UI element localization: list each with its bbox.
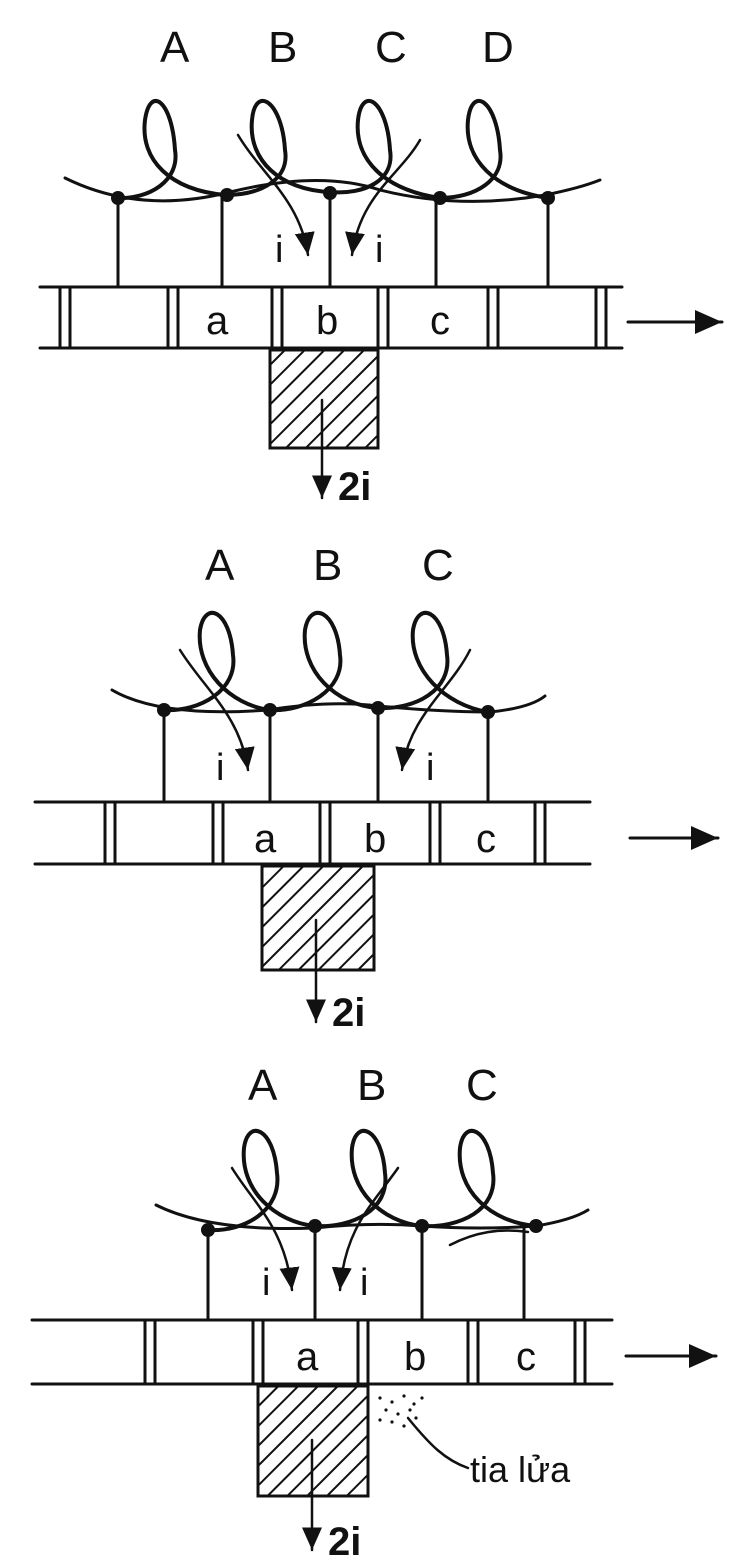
segment-label: a (206, 299, 229, 343)
current-label: i (375, 229, 383, 271)
current-label: i (426, 747, 434, 789)
coil-loop (376, 610, 490, 714)
brush (260, 864, 376, 972)
coil-label: B (357, 1061, 386, 1110)
coil-loop (206, 1128, 317, 1233)
coil-label: B (268, 23, 297, 72)
segment-label: c (476, 817, 496, 861)
coil-label: B (313, 541, 342, 590)
segment-label: a (296, 1335, 319, 1379)
coil-loop (438, 98, 550, 200)
current-label: i (262, 1262, 270, 1304)
segment-label: c (516, 1335, 536, 1379)
spark-dots (378, 1394, 424, 1428)
coil-label: A (248, 1061, 278, 1110)
output-current-label: 2i (338, 465, 371, 509)
coil-label: A (160, 23, 190, 72)
panel-3: A B C i i a b c tia lửa 2i (30, 1061, 718, 1564)
panel-1: A B C D i i a b c 2i (38, 23, 724, 509)
output-current-label: 2i (328, 1520, 361, 1564)
spark-label: tia lửa (470, 1449, 571, 1490)
coil-loop (313, 1128, 424, 1229)
coil-label: C (466, 1061, 498, 1110)
coil-loop (268, 610, 380, 713)
coil-loop (420, 1128, 538, 1229)
segment-label: c (430, 299, 450, 343)
panel-2: A B C i i a b c 2i (33, 541, 720, 1035)
segment-label: b (364, 817, 386, 861)
coil-label: C (422, 541, 454, 590)
segment-label: a (254, 817, 277, 861)
coil-label: C (375, 23, 407, 72)
segment-label: b (316, 299, 338, 343)
coil-loop (328, 98, 442, 200)
current-label: i (360, 1262, 368, 1304)
coil-label: A (205, 541, 235, 590)
current-label: i (275, 229, 283, 271)
brush (268, 348, 380, 450)
junction-dot (529, 1219, 543, 1233)
coil-label: D (482, 23, 514, 72)
current-label: i (216, 747, 224, 789)
coil-loop (162, 610, 272, 713)
output-current-label: 2i (332, 991, 365, 1035)
segment-label: b (404, 1335, 426, 1379)
coil-loop (113, 98, 227, 201)
